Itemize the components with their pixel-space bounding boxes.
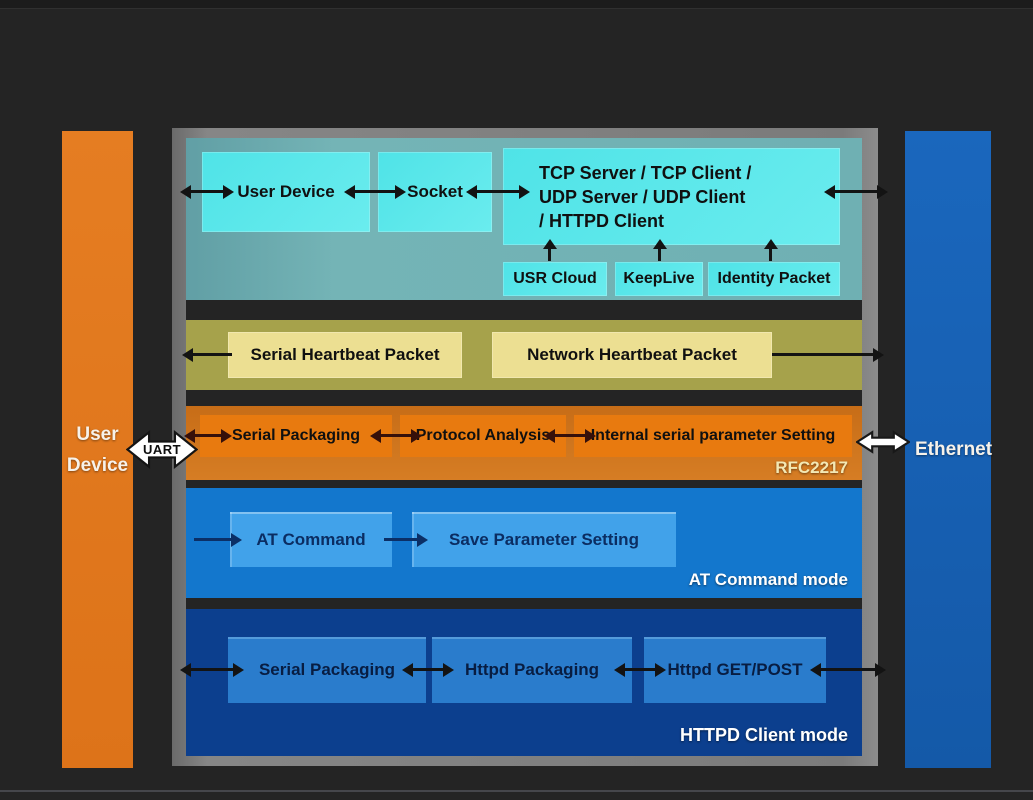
user-device-bar-line2: Device	[66, 454, 129, 476]
tcp-line3: / HTTPD Client	[539, 210, 664, 231]
user-device-bar-line1: User	[76, 423, 119, 445]
module-panel-interior: User Device Socket TCP Server / TCP Clie…	[180, 138, 888, 756]
rfc2217-layer-band: Serial Packaging Protocol Analysis Inter…	[184, 406, 862, 480]
uart-connector-arrow: UART	[126, 429, 198, 470]
at-command-mode-label: AT Command mode	[688, 570, 848, 589]
protocol-analysis-box: Protocol Analysis	[400, 415, 566, 457]
user-device-bar: User Device	[62, 131, 133, 768]
arrow-right	[384, 532, 428, 547]
serial-packaging-httpd-box: Serial Packaging	[228, 637, 426, 703]
ethernet-connector-arrow	[856, 429, 910, 455]
heartbeat-layer-band: Serial Heartbeat Packet Network Heartbea…	[182, 320, 884, 390]
at-command-box: AT Command	[230, 512, 392, 567]
arrow-right	[194, 532, 242, 547]
arrow-up	[652, 239, 667, 261]
internal-serial-parameter-box: Internal serial parameter Setting	[574, 415, 852, 457]
at-command-layer-band: AT Command Save Parameter Setting AT Com…	[186, 488, 862, 598]
tcp-line1: TCP Server / TCP Client /	[539, 162, 752, 183]
bottom-separator-line	[0, 790, 1033, 792]
arrow-up	[763, 239, 778, 261]
bidirectional-arrow	[614, 662, 666, 677]
save-parameter-setting-box: Save Parameter Setting	[412, 512, 676, 567]
tcp-udp-httpd-box: TCP Server / TCP Client / UDP Server / U…	[503, 148, 840, 245]
arrow-right	[772, 347, 884, 362]
serial-heartbeat-box: Serial Heartbeat Packet	[228, 332, 462, 378]
bidirectional-arrow	[544, 428, 596, 443]
bidirectional-arrow	[824, 184, 888, 199]
rfc2217-label: RFC2217	[775, 458, 848, 477]
identity-packet-box: Identity Packet	[708, 262, 840, 296]
module-panel-frame: User Device Socket TCP Server / TCP Clie…	[172, 128, 888, 766]
bidirectional-arrow	[466, 184, 530, 199]
bidirectional-arrow	[180, 662, 244, 677]
usr-cloud-box: USR Cloud	[503, 262, 607, 296]
keeplive-box: KeepLive	[615, 262, 703, 296]
httpd-get-post-box: Httpd GET/POST	[644, 637, 826, 703]
top-edge-strip	[0, 0, 1033, 9]
uart-label: UART	[142, 442, 182, 457]
bidirectional-arrow	[180, 184, 234, 199]
double-arrow-shape	[856, 430, 910, 454]
network-heartbeat-box: Network Heartbeat Packet	[492, 332, 772, 378]
user-device-bar-label: User Device	[67, 419, 128, 481]
ethernet-bar-label: Ethernet	[915, 439, 993, 460]
bidirectional-arrow	[370, 428, 422, 443]
bidirectional-arrow	[344, 184, 406, 199]
bidirectional-arrow	[402, 662, 454, 677]
httpd-client-layer-band: Serial Packaging Httpd Packaging Httpd G…	[180, 609, 886, 756]
bidirectional-arrow	[810, 662, 886, 677]
httpd-packaging-box: Httpd Packaging	[432, 637, 632, 703]
tcp-line2: UDP Server / UDP Client	[539, 186, 746, 207]
arrow-up	[542, 239, 557, 261]
bidirectional-arrow	[184, 428, 232, 443]
ethernet-bar: Ethernet	[905, 131, 993, 768]
httpd-client-mode-label: HTTPD Client mode	[679, 725, 848, 745]
socket-layer-band: User Device Socket TCP Server / TCP Clie…	[180, 138, 888, 300]
arrow-left	[182, 347, 232, 362]
double-arrow-shape	[126, 429, 198, 470]
serial-packaging-box: Serial Packaging	[200, 415, 392, 457]
